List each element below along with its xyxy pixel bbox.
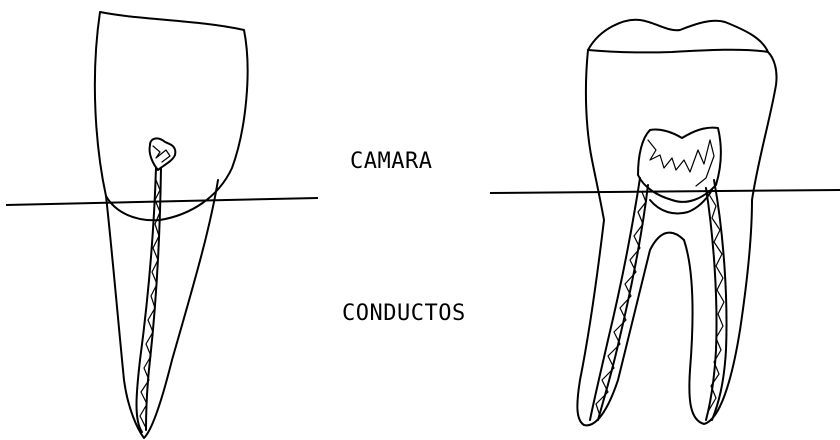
single-root-chamber-hatching [153,146,170,162]
molar-crown-and-roots [577,50,776,425]
molar-chamber-hatching [648,140,714,186]
label-canals: CONDUCTOS [342,301,466,326]
single-root-tooth [95,12,248,438]
molar-occlusal-outline [588,20,768,53]
single-root-canal [137,168,162,432]
reference-line-right [490,190,840,193]
reference-line-left [6,198,318,205]
single-root-canal-hatching [140,180,160,428]
single-root-crown [95,12,248,220]
label-chamber: CAMARA [350,149,432,174]
molar-tooth [577,20,776,426]
single-root-pulp-chamber [150,138,176,170]
